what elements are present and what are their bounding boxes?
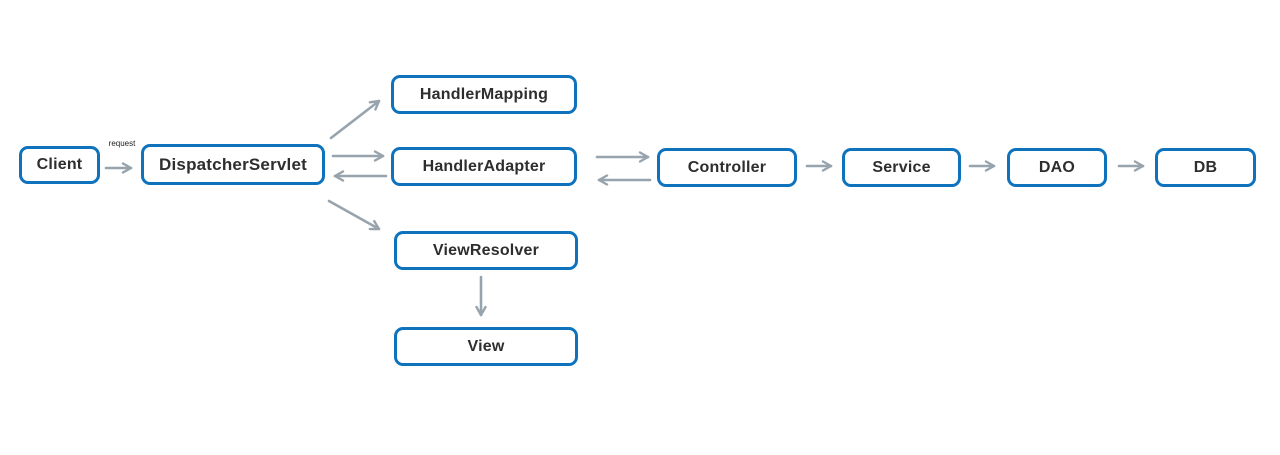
- node-dispatcher-servlet: DispatcherServlet: [141, 144, 325, 185]
- node-handler-mapping: HandlerMapping: [391, 75, 577, 114]
- node-handler-adapter: HandlerAdapter: [391, 147, 577, 186]
- arrow-dispatcherservlet-to-viewresolver: [327, 199, 381, 231]
- node-dao: DAO: [1007, 148, 1107, 187]
- edge-label-request: request: [108, 139, 136, 148]
- node-controller: Controller: [657, 148, 797, 187]
- node-db: DB: [1155, 148, 1256, 187]
- node-view-resolver: ViewResolver: [394, 231, 578, 270]
- node-view: View: [394, 327, 578, 366]
- node-service: Service: [842, 148, 961, 187]
- arrow-dispatcherservlet-to-handlermapping: [329, 99, 381, 140]
- node-client: Client: [19, 146, 100, 184]
